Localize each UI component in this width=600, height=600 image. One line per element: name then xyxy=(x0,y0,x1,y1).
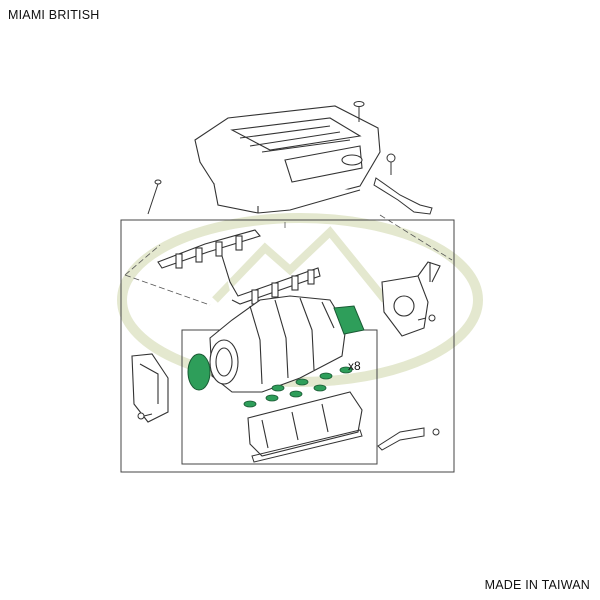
origin-label: MADE IN TAIWAN xyxy=(484,578,590,592)
lower-manifold xyxy=(247,391,363,457)
brand-label: MIAMI BRITISH xyxy=(8,8,100,22)
side-cover xyxy=(131,353,169,423)
mounting-bracket xyxy=(373,153,433,215)
port-gaskets xyxy=(243,366,353,408)
intake-manifold xyxy=(209,295,347,393)
assembly-frame xyxy=(120,219,455,473)
throttle-body xyxy=(381,261,441,337)
fuel-rail xyxy=(157,229,321,305)
gasket-quantity-label: x8 xyxy=(348,359,361,373)
throttle-gasket xyxy=(187,353,211,391)
throttle-bolt xyxy=(417,314,436,322)
side-cover-bolt xyxy=(137,412,153,420)
leader-lines xyxy=(124,214,453,306)
engine-cover xyxy=(194,105,381,214)
plenum-gasket xyxy=(333,305,365,335)
long-stud xyxy=(147,179,162,215)
cover-bolt xyxy=(353,101,365,122)
sensor xyxy=(377,427,440,451)
lower-gasket xyxy=(251,429,363,463)
